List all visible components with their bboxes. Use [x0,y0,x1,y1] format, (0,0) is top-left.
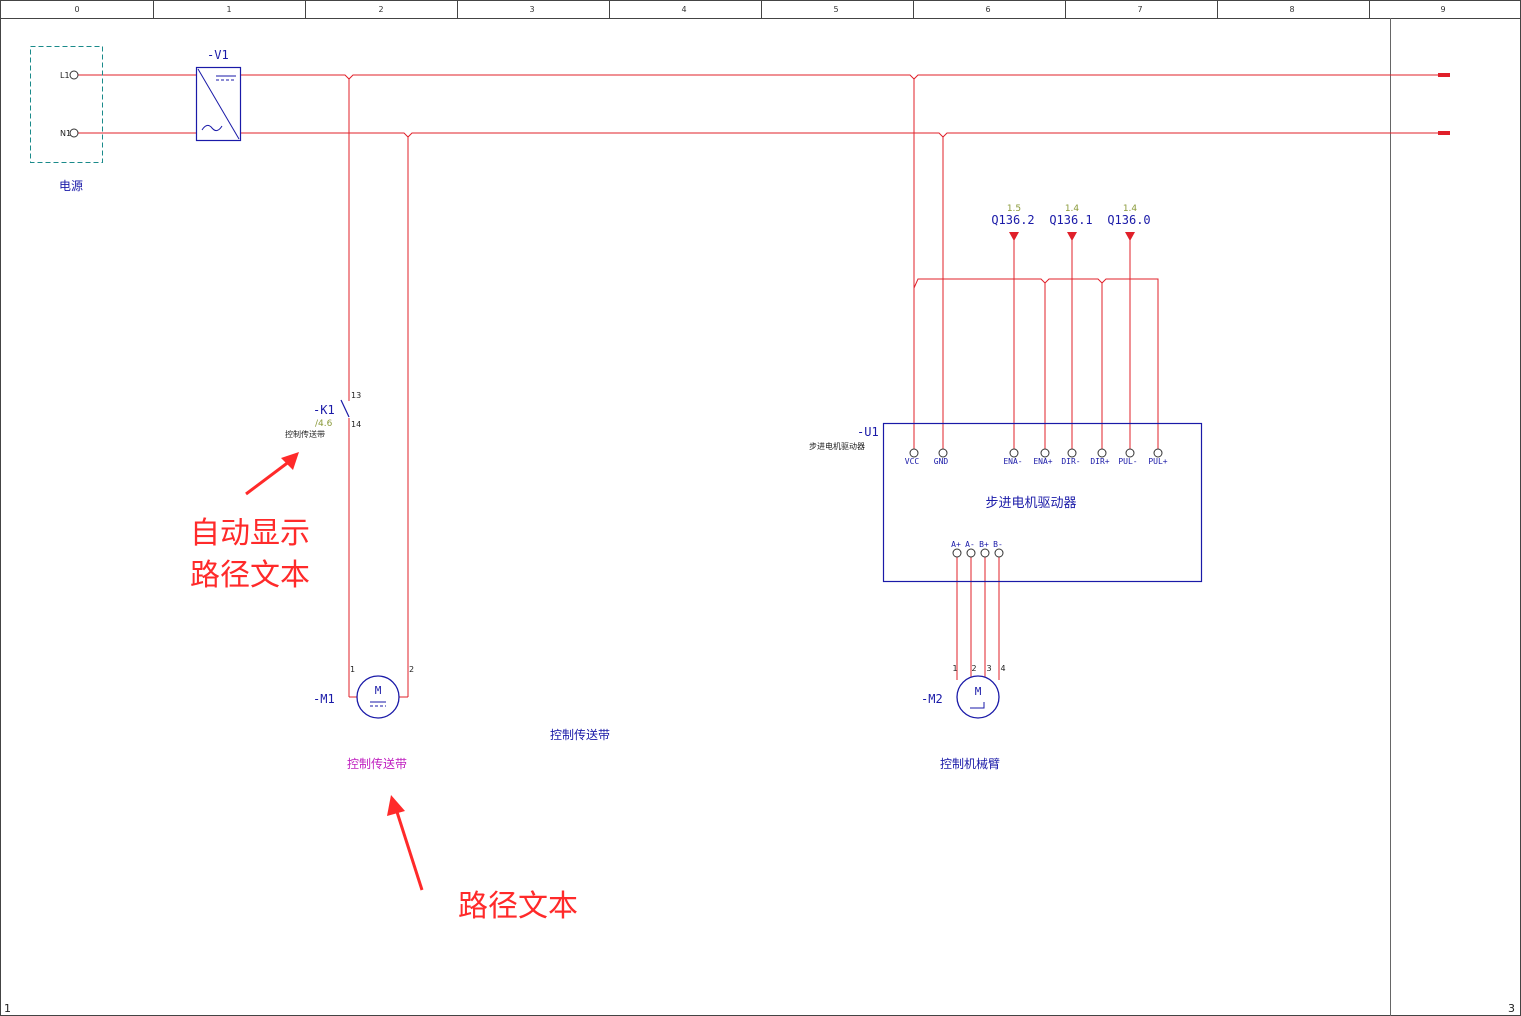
column-number: 4 [681,5,686,14]
driver-pin-label: DIR- [1061,457,1080,466]
power-supply-label: 电源 [59,179,83,193]
motor-m1: M -M1 1 2 控制传送带 [313,665,414,771]
column-number: 5 [833,5,838,14]
motor2-pin: 3 [986,664,991,673]
column-number: 9 [1440,5,1445,14]
terminal-n1-label: N1 [60,129,71,138]
motor1-pin-right: 2 [409,665,414,674]
terminal-l1 [69,70,79,80]
annotation-auto-line2: 路径文本 [190,558,310,593]
converter-tag: -V1 [207,48,229,62]
corner-number-left: 1 [4,1002,11,1015]
arrow-down-icon [1009,232,1019,241]
arrow-down-icon [1067,232,1077,241]
signal-ref: 1.4 [1123,204,1138,214]
motor1-tag: -M1 [313,692,335,706]
corner-number-right: 3 [1508,1002,1515,1015]
column-number: 8 [1289,5,1294,14]
motor2-pin: 4 [1000,664,1005,673]
annotation-overlay: 自动显示 路径文本 路径文本 [190,452,578,924]
driver-output-pin-label: A+ [951,540,961,549]
motor2-tag: -M2 [921,692,943,706]
column-number: 3 [529,5,534,14]
step-pulse-icon [970,702,985,709]
middle-label: 控制传送带 [550,727,610,742]
driver-output-pin-label: B- [993,540,1003,549]
driver-pin-label: GND [934,457,949,466]
motor2-symbol: M [975,685,982,698]
converter-v1: -V1 [195,48,242,142]
driver-pin-label: PUL+ [1148,457,1167,466]
motor1-pin-left: 1 [350,665,355,674]
annotation-path: 路径文本 [458,889,578,924]
contact-blade-icon [340,399,350,418]
driver-pin-label: ENA- [1003,457,1022,466]
driver-pin-label: DIR+ [1090,457,1109,466]
driver-output-pin-label: B+ [979,540,989,549]
ac-wave-icon [201,124,223,132]
column-number: 1 [226,5,231,14]
annotation-arrow-icon [281,452,299,470]
relay-tag: -K1 [313,403,335,417]
relay-path-text: 控制传送带 [285,429,325,439]
column-number: 7 [1137,5,1142,14]
relay-pin-bottom: 14 [351,420,361,429]
signal-ref: 1.4 [1065,204,1080,214]
column-number: 6 [985,5,990,14]
driver-output-pin-label: A- [965,540,975,549]
driver-pin-label: ENA+ [1033,457,1052,466]
bus-continuation-markers [1438,73,1450,135]
driver-tag: -U1 [857,425,879,439]
signal-address: Q136.2 [991,213,1034,227]
signal-references: 1.5 Q136.2 1.4 Q136.1 1.4 Q136.0 [991,204,1151,241]
driver-pin-label: VCC [905,457,920,466]
motor-icon [356,675,400,719]
signal-address: Q136.1 [1049,213,1092,227]
motor-m2: M -M2 1 2 3 4 控制机械臂 [921,664,1006,771]
terminal-l1-label: L1 [60,71,70,80]
column-number: 2 [378,5,383,14]
motor2-pin: 2 [971,664,976,673]
driver-pin-label: PUL- [1118,457,1137,466]
annotation-arrow-icon [387,795,405,816]
stepper-driver-u1: -U1 步进电机驱动器 步进电机驱动器 VCC GND ENA- ENA+ DI… [809,422,1203,583]
driver-bottom-terminals [952,548,1004,558]
signal-ref: 1.5 [1007,204,1021,214]
stepper-motor-icon [956,675,1000,719]
motor2-label: 控制机械臂 [940,756,1000,771]
relay-cross-ref: /4.6 [315,419,333,429]
motor-symbol: M [375,684,382,697]
power-supply-block: L1 N1 电源 [30,46,103,193]
annotation-auto-line1: 自动显示 [190,516,310,551]
terminal-n1 [69,128,79,138]
motor2-pin: 1 [952,664,957,673]
arrow-down-icon [1125,232,1135,241]
driver-description: 步进电机驱动器 [809,441,865,451]
relay-pin-top: 13 [351,391,361,400]
relay-contact-k1: -K1 13 14 /4.6 控制传送带 [285,391,361,439]
column-number: 0 [74,5,79,14]
wiring [78,74,1450,698]
driver-title: 步进电机驱动器 [985,496,1076,511]
signal-address: Q136.0 [1107,213,1150,227]
motor1-path-text: 控制传送带 [347,756,407,771]
driver-top-terminals [909,448,1163,458]
